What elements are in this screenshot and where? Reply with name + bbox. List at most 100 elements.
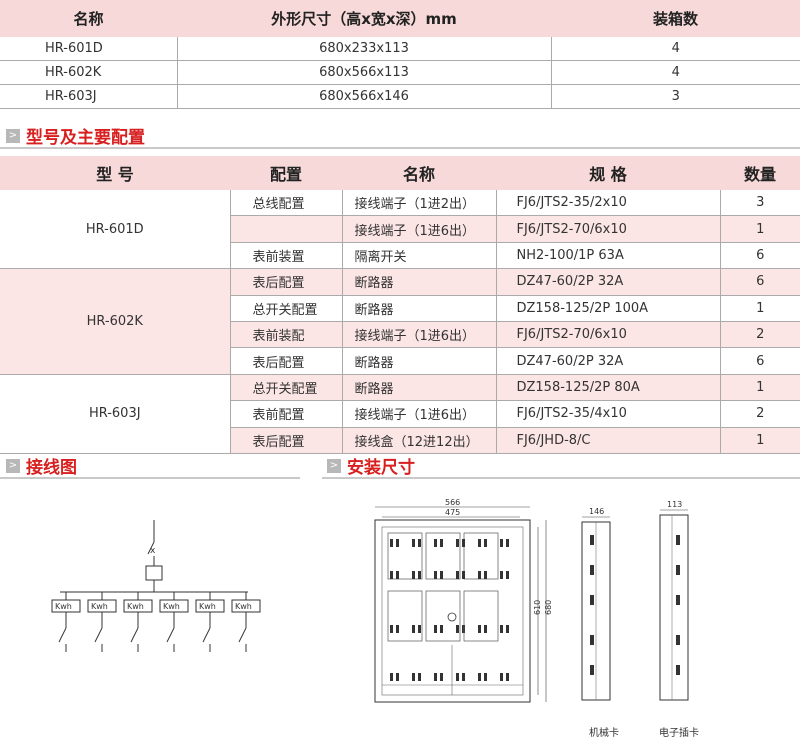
cell-qty: 6: [719, 268, 800, 296]
switch-line: [130, 627, 139, 643]
section-divider: [0, 147, 800, 149]
cell-spec: FJ6/JTS2-70/6x10: [495, 215, 720, 243]
meter-label: Kwh: [91, 602, 108, 611]
cell-config: 表前配置: [229, 400, 342, 428]
cell-config: 表前装置: [229, 242, 342, 270]
section-wiring-header: > 接线图: [6, 453, 77, 478]
front-panel-slots: [382, 532, 523, 695]
table-row: HR-603J 总开关配置 断路器 DZ158-125/2P 80A 1: [0, 374, 800, 454]
cell-part-name: 断路器: [341, 295, 496, 322]
meter-label: Kwh: [55, 602, 72, 611]
cell-spec: DZ47-60/2P 32A: [495, 268, 720, 296]
config-table: 型 号 配置 名称 规 格 数量 HR-601D 总线配置 接线端子（1进2出）…: [0, 156, 800, 454]
cell-config: 总开关配置: [229, 374, 342, 402]
caption-mechanical: 机械卡: [589, 728, 619, 739]
cell-qty: 6: [719, 347, 800, 375]
cell-pack: 4: [550, 60, 800, 85]
dim-146: 146: [589, 507, 604, 516]
table-row: 表前装配 接线端子（1进6出） FJ6/JTS2-70/6x10 2: [0, 321, 800, 349]
table-row: HR-602K 680x566x113 4: [0, 60, 800, 85]
cell-size: 680x233x113: [176, 37, 551, 61]
cell-qty: 6: [719, 242, 800, 270]
table-row: 总开关配置 断路器 DZ158-125/2P 100A 1: [0, 295, 800, 322]
cell-part-name: 断路器: [341, 374, 496, 402]
cell-config: [229, 215, 342, 243]
table-row: 表后配置 接线盒（12进12出） FJ6/JHD-8/C 1: [0, 427, 800, 454]
switch-line: [58, 627, 67, 643]
switch-line: [166, 627, 175, 643]
cell-pack: 4: [550, 37, 800, 61]
cell-part-name: 接线端子（1进2出）: [341, 190, 496, 217]
section-install-title: 安装尺寸: [347, 458, 415, 478]
cell-size: 680x566x146: [176, 84, 551, 109]
col-size-header: 外形尺寸（高x宽x深）mm: [177, 0, 551, 37]
cell-pack: 3: [550, 84, 800, 109]
dim-566: 566: [445, 498, 460, 507]
section-config-title: 型号及主要配置: [26, 128, 145, 148]
switch-line: [202, 627, 211, 643]
table-row: 表前装置 隔离开关 NH2-100/1P 63A 6: [0, 242, 800, 270]
cell-part-name: 接线端子（1进6出）: [341, 321, 496, 349]
cell-spec: DZ47-60/2P 32A: [495, 347, 720, 375]
table-row: HR-602K 表后配置 断路器 DZ47-60/2P 32A 6: [0, 268, 800, 375]
cell-size: 680x566x113: [176, 60, 551, 85]
table-row: 接线端子（1进6出） FJ6/JTS2-70/6x10 1: [0, 215, 800, 243]
arrow-icon: >: [6, 458, 20, 473]
cell-qty: 2: [719, 321, 800, 349]
cell-model: HR-601D: [0, 190, 230, 270]
col-model-header: 型 号: [0, 156, 230, 190]
side-view-details: [590, 535, 680, 675]
col-name-header: 名称: [342, 156, 496, 190]
table-row: HR-603J 680x566x146 3: [0, 84, 800, 109]
col-config-header: 配置: [230, 156, 342, 190]
table-row: 表前配置 接线端子（1进6出） FJ6/JTS2-35/4x10 2: [0, 400, 800, 428]
cell-spec: FJ6/JTS2-35/2x10: [495, 190, 720, 217]
cell-spec: NH2-100/1P 63A: [495, 242, 720, 270]
section-wiring-title: 接线图: [26, 458, 77, 478]
cell-qty: 3: [719, 190, 800, 217]
table-row: HR-601D 总线配置 接线端子（1进2出） FJ6/JTS2-35/2x10…: [0, 190, 800, 270]
table-row: 表后配置 断路器 DZ47-60/2P 32A 6: [0, 347, 800, 375]
cell-config: 表后配置: [229, 268, 342, 296]
cell-qty: 2: [719, 400, 800, 428]
section-divider: [322, 477, 800, 479]
dimensions-table: 名称 外形尺寸（高x宽x深）mm 装箱数 HR-601D 680x233x113…: [0, 0, 800, 109]
cell-spec: FJ6/JTS2-70/6x10: [495, 321, 720, 349]
cell-config: 总开关配置: [229, 295, 342, 322]
col-pack-header: 装箱数: [551, 0, 800, 37]
cell-model: HR-603J: [0, 374, 230, 454]
col-qty-header: 数量: [720, 156, 800, 190]
cell-part-name: 接线端子（1进6出）: [341, 215, 496, 243]
cell-qty: 1: [719, 427, 800, 454]
col-spec-header: 规 格: [496, 156, 720, 190]
side-view-electronic: [659, 514, 689, 701]
dim-113: 113: [667, 500, 682, 509]
cell-name: HR-603J: [0, 84, 177, 109]
arrow-icon: >: [6, 128, 20, 143]
section-install-header: > 安装尺寸: [327, 453, 415, 478]
caption-electronic: 电子插卡: [659, 728, 699, 739]
section-divider: [0, 477, 300, 479]
meter-label: Kwh: [163, 602, 180, 611]
table-row: HR-601D 680x233x113 4: [0, 37, 800, 61]
meter-label: Kwh: [235, 602, 252, 611]
breaker-mark: x: [150, 546, 156, 556]
install-drawing: 566 475 610 680 146 113: [374, 498, 689, 703]
cell-qty: 1: [719, 215, 800, 243]
cell-qty: 1: [719, 295, 800, 322]
cell-part-name: 断路器: [341, 347, 496, 375]
config-header-row: 型 号 配置 名称 规 格 数量: [0, 156, 800, 190]
arrow-icon: >: [327, 458, 341, 473]
section-config-header: > 型号及主要配置: [6, 123, 145, 148]
cell-name: HR-601D: [0, 37, 177, 61]
cell-config: 表后配置: [229, 427, 342, 454]
cell-config: 总线配置: [229, 190, 342, 217]
cell-part-name: 接线盒（12进12出）: [341, 427, 496, 454]
cell-spec: FJ6/JTS2-35/4x10: [495, 400, 720, 428]
cell-config: 表前装配: [229, 321, 342, 349]
cell-part-name: 接线端子（1进6出）: [341, 400, 496, 428]
cell-spec: DZ158-125/2P 100A: [495, 295, 720, 322]
dim-610: 610: [533, 600, 542, 615]
